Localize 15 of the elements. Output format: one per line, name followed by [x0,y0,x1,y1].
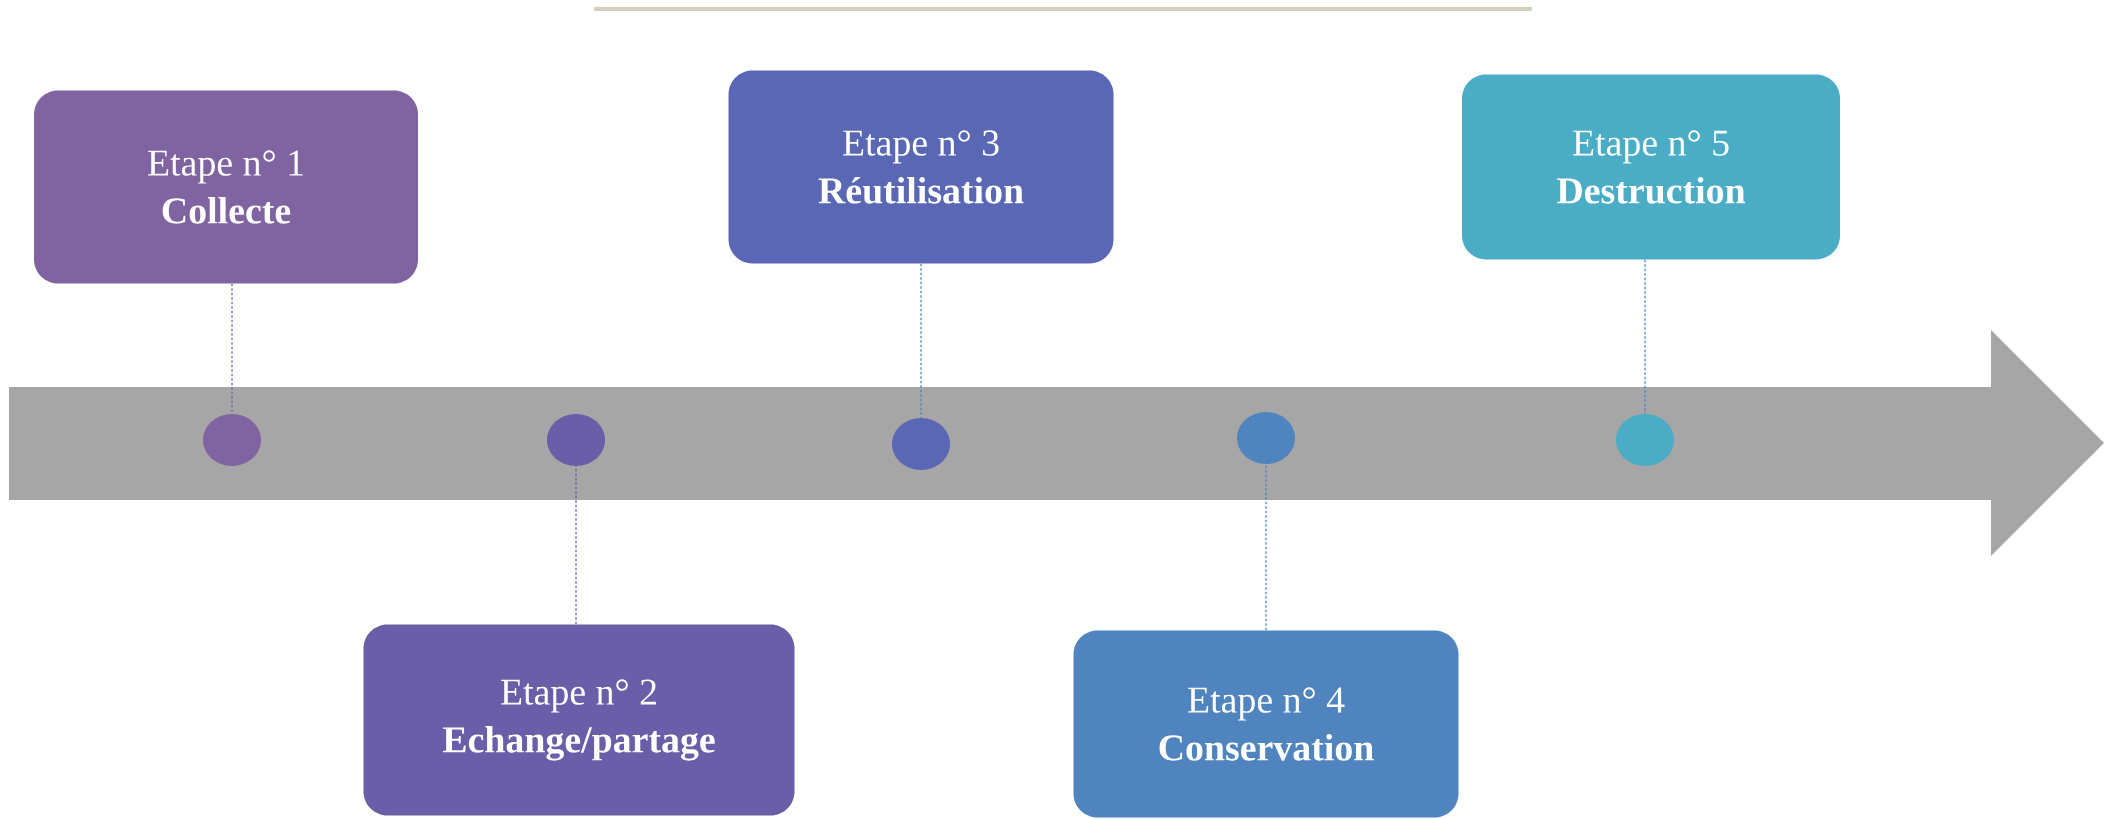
leader-line [231,283,233,415]
step-box: Etape n° 3 Réutilisation [728,70,1114,264]
timeline-dot [203,414,261,466]
step-box: Etape n° 4 Conservation [1073,630,1459,818]
leader-line [1265,463,1267,631]
leader-line [575,465,577,625]
timeline-dot [892,418,950,470]
step-box: Etape n° 1 Collecte [34,90,418,284]
timeline-dot [1616,414,1674,466]
step-box: Etape n° 5 Destruction [1462,74,1840,260]
timeline-dot [547,414,605,466]
leader-line [920,263,922,419]
leader-line [1644,259,1646,415]
step-box: Etape n° 2 Echange/partage [363,624,795,816]
timeline-dot [1237,412,1295,464]
